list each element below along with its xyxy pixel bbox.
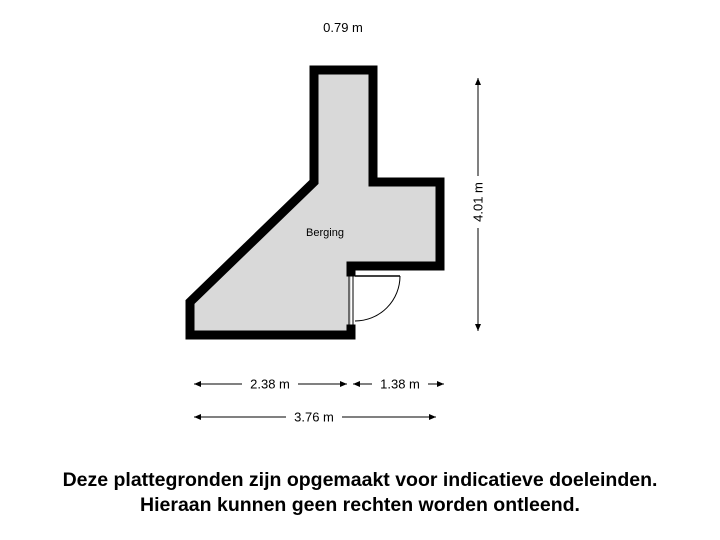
dimension-left-width-label-bg bbox=[242, 376, 298, 392]
wall-outline bbox=[185, 65, 445, 340]
dimension-height: 4.01 m bbox=[471, 182, 486, 222]
door-swing-arc bbox=[354, 275, 401, 322]
dimension-top-width: 0.79 m bbox=[323, 20, 363, 35]
storage-room-floor bbox=[190, 70, 440, 335]
dimension-height-label-bg bbox=[470, 176, 486, 228]
dimension-total-width: 3.76 m bbox=[294, 410, 334, 425]
dimension-right-width-label-bg bbox=[372, 376, 428, 392]
disclaimer-line-2: Hieraan kunnen geen rechten worden ontle… bbox=[140, 494, 580, 516]
dimension-right-width: 1.38 m bbox=[380, 377, 420, 392]
room-label: Berging bbox=[306, 227, 344, 239]
dimension-left-width: 2.38 m bbox=[250, 377, 290, 392]
door bbox=[348, 274, 401, 327]
disclaimer-line-1: Deze plattegronden zijn opgemaakt voor i… bbox=[62, 469, 658, 491]
disclaimer: Deze plattegronden zijn opgemaakt voor i… bbox=[0, 468, 720, 518]
dimension-total-width-label-bg bbox=[286, 409, 342, 425]
